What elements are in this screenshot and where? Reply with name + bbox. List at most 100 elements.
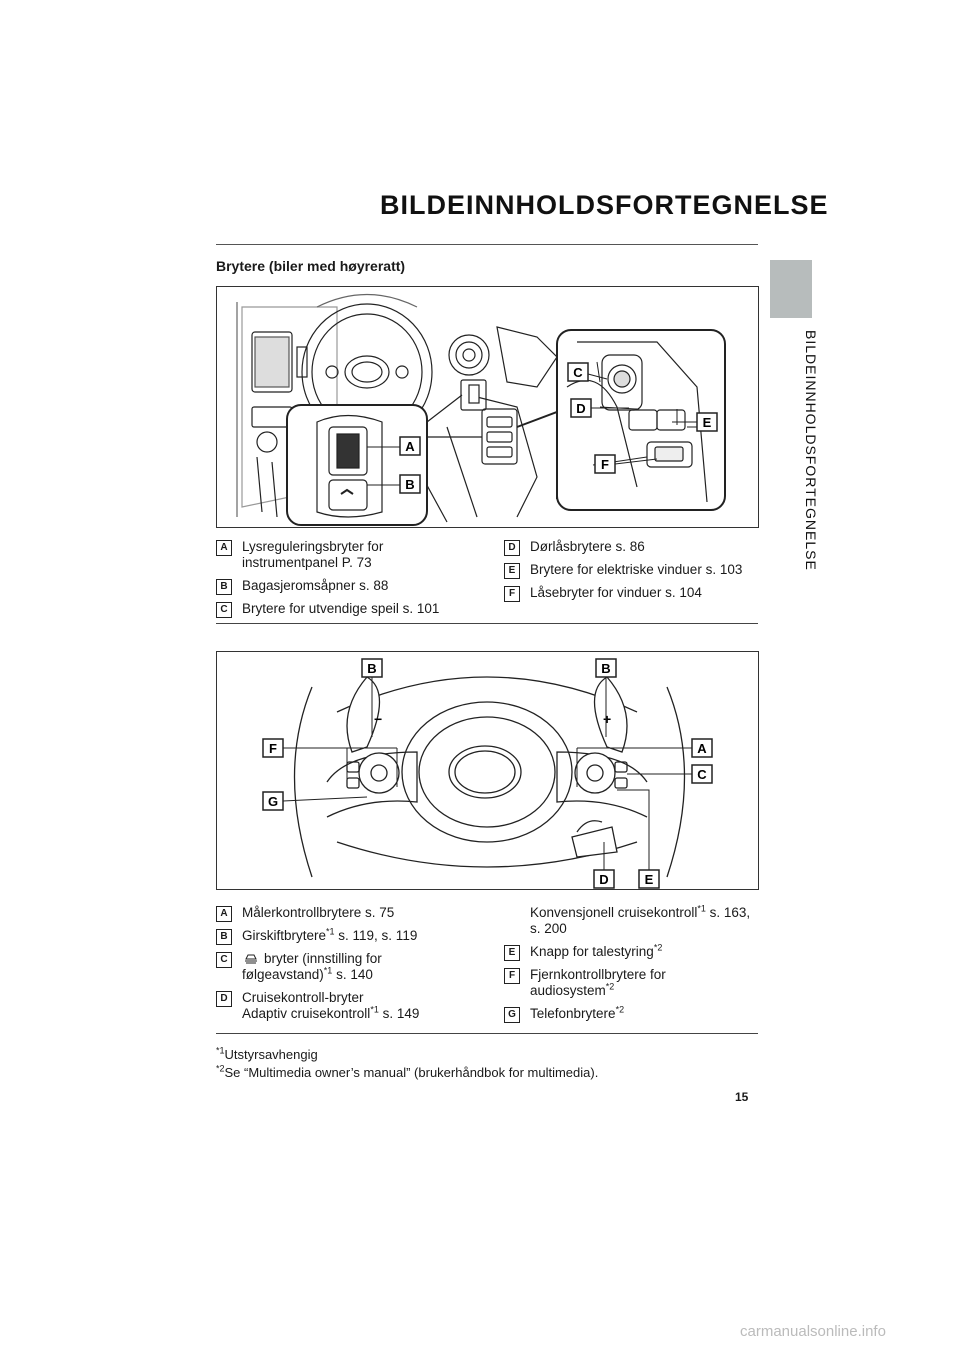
legend-text: Dørlåsbrytere s. 86	[530, 539, 645, 554]
svg-text:C: C	[573, 365, 583, 380]
footnote-text: Se “Multimedia owner’s manual” (brukerhå…	[224, 1065, 599, 1080]
legend-item-d-continued: Konvensjonell cruisekontroll*1 s. 163, s…	[504, 903, 760, 937]
legend-item-c: C Brytere for utvendige speil s. 101	[216, 601, 476, 618]
legend-item-c: C bryter (innstilling for følgeavstand)*…	[216, 951, 496, 983]
legend-item-a: A Lysreguleringsbryter for instrumentpan…	[216, 539, 476, 571]
footnote-ref: *1	[697, 903, 706, 914]
footnote-ref: *1	[323, 965, 333, 976]
legend-text: Bagasjeromsåpner s. 88	[242, 578, 389, 593]
footnote-ref: *2	[615, 1004, 625, 1015]
legend-letter: B	[216, 579, 232, 595]
svg-text:B: B	[601, 661, 610, 676]
legend-letter: C	[216, 602, 232, 618]
svg-text:D: D	[599, 872, 608, 887]
figure1-legend-right: D Dørlåsbrytere s. 86 E Brytere for elek…	[504, 539, 758, 608]
callout-C: C	[567, 362, 608, 382]
legend-text-line2: følgeavstand)	[242, 967, 324, 982]
legend-item-b: B Bagasjeromsåpner s. 88	[216, 578, 476, 595]
callout-E: E	[617, 789, 660, 889]
footnote-ref: *1	[370, 1004, 379, 1015]
figure-steering-wheel-switches: − + B B F A C	[216, 651, 759, 890]
title-divider	[216, 244, 758, 245]
svg-text:B: B	[367, 661, 376, 676]
callout-B: B	[367, 474, 421, 494]
legend-letter: F	[504, 968, 520, 984]
footnote-mark: *1	[216, 1045, 225, 1056]
footnote-2: *2Se “Multimedia owner’s manual” (bruker…	[216, 1064, 598, 1082]
legend-item-f: F Fjernkontrollbrytere for audiosystem*2	[504, 967, 700, 999]
callout-D: D	[570, 398, 629, 418]
callout-F: F	[594, 454, 658, 474]
callout-A: A	[367, 436, 421, 456]
svg-text:A: A	[405, 439, 415, 454]
following-distance-icon	[245, 954, 257, 964]
footnote-divider	[216, 1033, 758, 1034]
callout-B-right: B	[595, 658, 617, 737]
figure2-legend-right: Konvensjonell cruisekontroll*1 s. 163, s…	[504, 903, 760, 1029]
svg-text:+: +	[603, 711, 611, 727]
steering-wheel-illustration: − + B B F A C	[262, 658, 713, 889]
legend-letter: D	[216, 991, 232, 1007]
watermark: carmanualsonline.info	[740, 1323, 886, 1340]
legend-text: Girskiftbrytere	[242, 928, 327, 943]
legend-text: Cruisekontroll-bryter	[242, 990, 364, 1005]
svg-text:F: F	[269, 741, 277, 756]
legend-letter: F	[504, 586, 520, 602]
footnote-ref: *2	[605, 981, 615, 992]
section-heading: Brytere (biler med høyreratt)	[216, 258, 406, 274]
legend-item-b: B Girskiftbrytere*1 s. 119, s. 119	[216, 926, 496, 945]
legend-text-suffix: s. 140	[332, 967, 373, 982]
callout-C: C	[627, 764, 713, 784]
svg-text:A: A	[697, 741, 707, 756]
legend-text-suffix: s. 119, s. 119	[334, 928, 418, 943]
legend-item-e: E Knapp for talestyring*2	[504, 942, 758, 961]
page-title: BILDEINNHOLDSFORTEGNELSE	[380, 190, 829, 220]
section-divider	[216, 623, 758, 624]
footnote-ref: *2	[653, 942, 663, 953]
callout-E: E	[672, 412, 718, 432]
footnote-mark: *2	[216, 1063, 225, 1074]
legend-item-g: G Telefonbrytere*2	[504, 1004, 758, 1023]
legend-text: Låsebryter for vinduer s. 104	[530, 585, 702, 600]
legend-text-line2: Adaptiv cruisekontroll	[242, 1006, 371, 1021]
svg-text:C: C	[697, 767, 707, 782]
legend-text-suffix: s. 149	[378, 1006, 420, 1021]
footnote-text: Utstyrsavhengig	[224, 1047, 318, 1062]
legend-letter: E	[504, 945, 520, 961]
footnote-1: *1Utstyrsavhengig	[216, 1046, 598, 1064]
svg-text:E: E	[703, 415, 712, 430]
legend-text: Konvensjonell cruisekontroll	[530, 905, 698, 920]
legend-item-e: E Brytere for elektriske vinduer s. 103	[504, 562, 758, 579]
callout-B-left: B	[361, 658, 383, 737]
svg-text:B: B	[405, 477, 414, 492]
legend-item-a: A Målerkontrollbrytere s. 75	[216, 905, 496, 922]
legend-letter: A	[216, 540, 232, 556]
footnotes: *1Utstyrsavhengig *2Se “Multimedia owner…	[216, 1046, 598, 1082]
legend-letter: C	[216, 952, 232, 968]
callout-A: A	[576, 738, 713, 787]
dashboard-illustration: A B C D E F	[236, 294, 726, 526]
callout-D: D	[593, 842, 615, 889]
page-number: 15	[735, 1090, 749, 1104]
legend-text: Fjernkontrollbrytere for audiosystem	[530, 967, 666, 998]
chapter-side-label: BILDEINNHOLDSFORTEGNELSE	[803, 330, 819, 571]
svg-text:E: E	[645, 872, 654, 887]
legend-letter: B	[216, 929, 232, 945]
legend-text: Knapp for talestyring	[530, 944, 654, 959]
callout-F: F	[262, 738, 398, 787]
legend-text: Telefonbrytere	[530, 1006, 616, 1021]
legend-item-d: D Dørlåsbrytere s. 86	[504, 539, 758, 556]
footnote-ref: *1	[326, 926, 335, 937]
svg-text:−: −	[374, 711, 382, 727]
legend-letter: E	[504, 563, 520, 579]
legend-text: Lysreguleringsbryter for instrumentpanel…	[242, 539, 384, 570]
figure1-legend-left: A Lysreguleringsbryter for instrumentpan…	[216, 539, 476, 624]
legend-text: Målerkontrollbrytere s. 75	[242, 905, 395, 920]
legend-letter: G	[504, 1007, 520, 1023]
svg-text:D: D	[576, 401, 585, 416]
figure2-legend-left: A Målerkontrollbrytere s. 75 B Girskiftb…	[216, 905, 496, 1029]
svg-text:F: F	[601, 457, 609, 472]
callout-G: G	[262, 791, 368, 811]
legend-item-d: D Cruisekontroll-bryter Adaptiv cruiseko…	[216, 990, 496, 1022]
legend-item-f: F Låsebryter for vinduer s. 104	[504, 585, 758, 602]
